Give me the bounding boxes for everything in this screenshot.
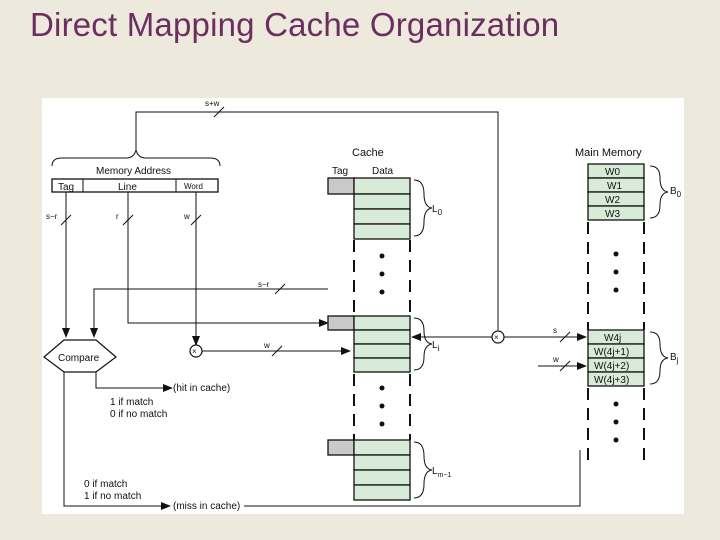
memory-block-bj: Bj <box>670 352 679 365</box>
cache-tag-cell-m <box>327 439 355 456</box>
memory-block-b0: B0 <box>670 186 682 199</box>
ellipsis-dot <box>613 401 619 407</box>
width-s-minus-r-left: s−r <box>46 212 58 221</box>
memory-word: W2 <box>605 195 620 206</box>
line-wire <box>127 192 329 327</box>
ellipsis-dot <box>613 251 619 257</box>
cache-tag-cell-0 <box>327 177 355 195</box>
cache-tag-cell-i <box>327 315 355 331</box>
miss-wire <box>63 372 171 510</box>
ellipsis-dot <box>379 421 385 427</box>
memory-word: W3 <box>605 209 620 220</box>
ellipsis-dot <box>379 271 385 277</box>
address-tag-field: Tag <box>58 182 74 193</box>
memory-word-cell <box>587 371 645 387</box>
ellipsis-dot <box>379 403 385 409</box>
hit-wire <box>95 372 173 392</box>
cache-line-m <box>353 439 411 456</box>
memory-word: W(4j+3) <box>594 375 629 386</box>
cache-row <box>353 484 411 501</box>
width-s-minus-r-mid: s−r <box>258 280 270 289</box>
hit-line-2: 0 if no match <box>110 409 167 420</box>
address-line-field: Line <box>118 182 137 193</box>
hit-label: (hit in cache) <box>173 383 230 394</box>
cache-line-0 <box>353 177 411 195</box>
width-r: r <box>116 212 119 221</box>
cache-line-li: Li <box>432 340 440 353</box>
memory-word: W0 <box>605 167 620 178</box>
cache-row <box>353 469 411 486</box>
cache-line-brace <box>413 441 433 499</box>
miss-line-2: 1 if no match <box>84 491 141 502</box>
miss-label: (miss in cache) <box>173 501 240 512</box>
ellipsis-dot <box>613 287 619 293</box>
ellipsis-dot <box>379 253 385 259</box>
miss-line-1: 0 if match <box>84 479 127 490</box>
width-w-mid: w <box>263 341 270 350</box>
address-word-field: Word <box>184 182 203 191</box>
ellipsis-dot <box>379 289 385 295</box>
direct-mapping-diagram: Memory Address Tag Line Word s+w s−r r w… <box>43 99 682 512</box>
width-s-right: s <box>553 326 557 335</box>
address-bus <box>135 111 499 330</box>
ellipsis-dot <box>613 269 619 275</box>
address-brace <box>51 149 221 167</box>
width-w-top: w <box>183 212 190 221</box>
memory-word: W4j <box>604 333 621 344</box>
cache-line-lm: Lm−1 <box>432 466 451 479</box>
ellipsis-dot <box>613 419 619 425</box>
cache-row <box>353 223 411 240</box>
cache-row <box>353 193 411 210</box>
cache-line-brace <box>413 317 433 371</box>
memory-mux-symbol: × <box>494 333 499 342</box>
cache-line-i <box>353 315 411 331</box>
cache-row <box>353 208 411 225</box>
memory-word: W1 <box>607 181 622 192</box>
cache-row <box>353 329 411 345</box>
cache-mux-symbol: × <box>192 347 197 356</box>
cache-data-header: Data <box>372 166 394 177</box>
slide-title: Direct Mapping Cache Organization <box>30 6 560 43</box>
compare-label: Compare <box>58 353 100 364</box>
cache-line-l0: L0 <box>432 204 443 217</box>
main-memory-label: Main Memory <box>575 147 642 159</box>
memory-block-brace <box>649 331 669 385</box>
width-s-plus-w: s+w <box>205 99 220 108</box>
cache-tag-header: Tag <box>332 166 348 177</box>
memory-word-cell <box>587 205 645 221</box>
cache-row <box>353 357 411 373</box>
cache-line-brace <box>413 179 433 237</box>
cache-label: Cache <box>352 147 384 159</box>
cache-row <box>353 454 411 471</box>
ellipsis-dot <box>613 437 619 443</box>
memory-address-label: Memory Address <box>96 166 171 177</box>
diagram-panel: Memory Address Tag Line Word s+w s−r r w… <box>42 98 684 514</box>
cache-row <box>353 343 411 359</box>
cache-tag-wire <box>90 288 328 338</box>
hit-line-1: 1 if match <box>110 397 153 408</box>
memory-block-brace <box>649 165 669 219</box>
ellipsis-dot <box>379 385 385 391</box>
memory-word: W(4j+1) <box>594 347 629 358</box>
width-w-right: w <box>552 355 559 364</box>
memory-word: W(4j+2) <box>594 361 629 372</box>
